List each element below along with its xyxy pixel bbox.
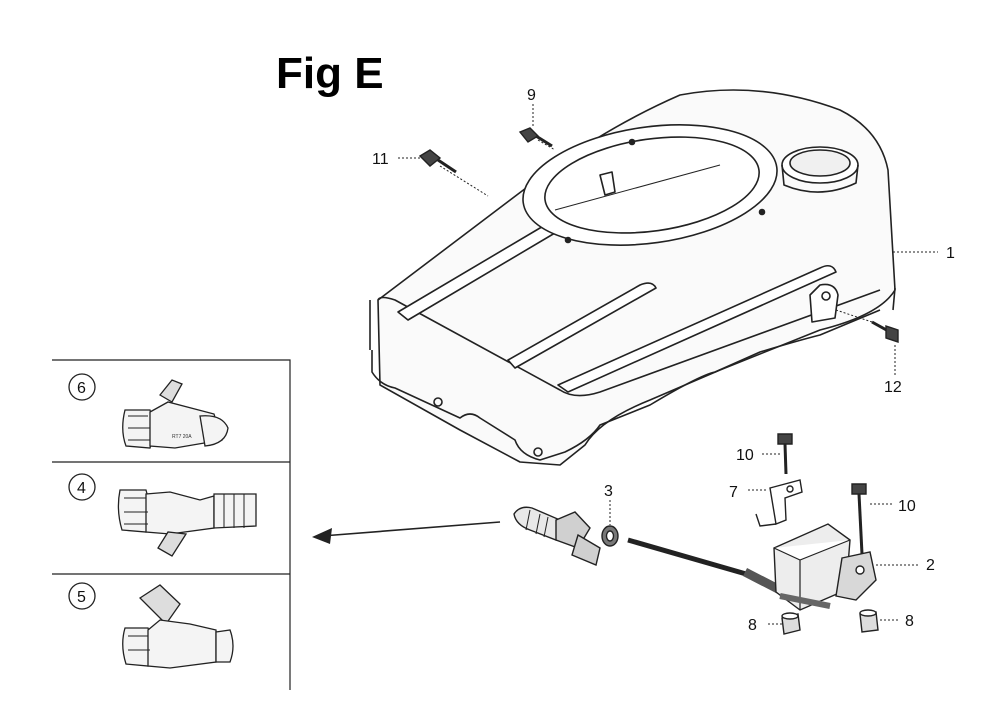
- reference-arrow: [312, 521, 501, 544]
- switch-assembly-2: [627, 523, 877, 611]
- bolt-10-switch: [851, 483, 867, 555]
- inset-row-6: 6 RT7 20A: [68, 373, 229, 449]
- callout-8-right: 8: [905, 613, 914, 630]
- inset-number: 5: [77, 589, 86, 606]
- callout-10-bracket: 10: [736, 447, 754, 464]
- inset-number: 6: [77, 380, 86, 397]
- callout-9: 9: [527, 87, 536, 104]
- bracket-7: [755, 479, 803, 527]
- seal-3: [601, 525, 619, 547]
- callout-11: 11: [372, 151, 389, 168]
- bolt-9: [518, 127, 553, 148]
- spark-plug: [513, 506, 601, 566]
- cap-8-left: [781, 612, 801, 635]
- inset-row-5: 5: [68, 582, 234, 669]
- callout-10-switch: 10: [898, 498, 916, 515]
- bolt-12: [871, 320, 899, 343]
- callout-8-left: 8: [748, 617, 757, 634]
- bolt-11: [418, 149, 457, 174]
- callout-2: 2: [926, 557, 935, 574]
- bolt-10-bracket: [777, 433, 793, 475]
- cap-8-right: [859, 609, 879, 633]
- callout-12: 12: [884, 379, 902, 396]
- callout-3: 3: [604, 483, 613, 500]
- callout-numbers: 1 2 3 7 8 8 9 10 10 11 12: [372, 87, 955, 634]
- variant-inset: 6 RT7 20A 4: [52, 359, 291, 690]
- blower-cover: [369, 89, 896, 466]
- figure-title: Fig E: [276, 49, 384, 98]
- callout-7: 7: [729, 484, 738, 501]
- part-marking: RT7 20A: [172, 434, 192, 440]
- inset-row-4: 4: [68, 473, 257, 557]
- leader-lines: [398, 104, 938, 625]
- callout-1: 1: [946, 245, 955, 262]
- inset-border: [52, 359, 291, 690]
- inset-number: 4: [77, 480, 86, 497]
